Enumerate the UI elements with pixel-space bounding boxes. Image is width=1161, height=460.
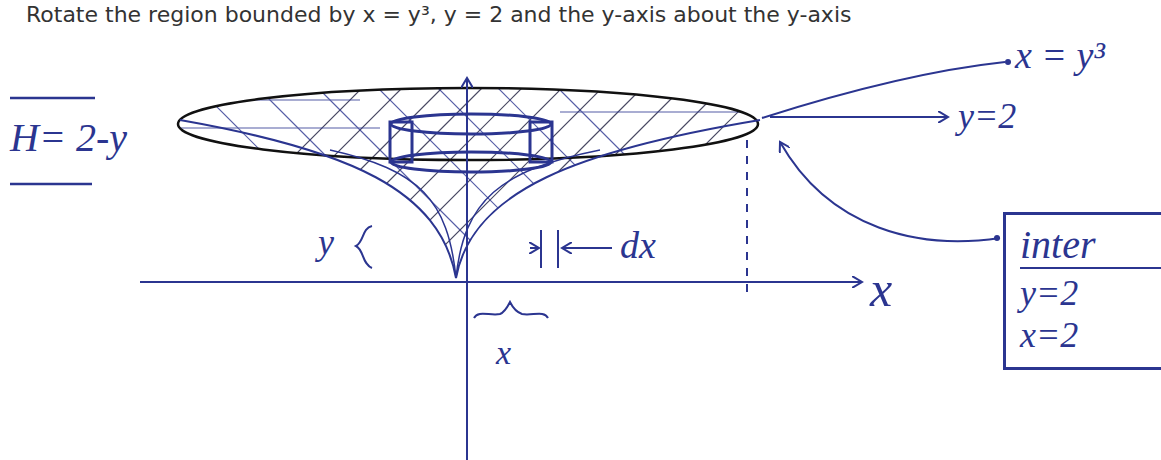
note-line: y=2 bbox=[1020, 275, 1161, 311]
leader-line bbox=[780, 142, 1000, 241]
underline bbox=[10, 183, 92, 186]
brace bbox=[474, 302, 548, 318]
brace bbox=[356, 226, 372, 268]
dx-arrow bbox=[562, 247, 612, 249]
dot bbox=[1005, 59, 1011, 65]
inner-curve bbox=[330, 150, 600, 278]
y-axis bbox=[466, 78, 468, 460]
line-label: y=2 bbox=[958, 98, 1016, 134]
curve-x-y3 bbox=[180, 120, 760, 278]
tick bbox=[557, 230, 559, 268]
dashed-line bbox=[746, 140, 748, 300]
formula-label: H= 2-y bbox=[10, 118, 127, 158]
width-label: dx bbox=[620, 226, 656, 264]
formula-label: x = y³ bbox=[1015, 36, 1105, 74]
height-label: y bbox=[318, 224, 334, 260]
shell bbox=[390, 114, 552, 172]
x-axis bbox=[140, 281, 862, 283]
underline bbox=[10, 97, 95, 100]
dot bbox=[994, 235, 1000, 241]
tick bbox=[540, 230, 542, 268]
axis-label: x bbox=[870, 264, 892, 314]
radius-label: x bbox=[496, 336, 511, 370]
leader-line bbox=[770, 116, 948, 118]
problem-title: Rotate the region bounded by x = y³, y =… bbox=[26, 2, 851, 27]
note-line: x=2 bbox=[1020, 317, 1161, 353]
note-box: inter y=2 x=2 bbox=[1003, 212, 1161, 370]
hatching bbox=[130, 60, 830, 300]
note-heading: inter bbox=[1020, 225, 1161, 269]
dx-arrow bbox=[530, 247, 539, 249]
